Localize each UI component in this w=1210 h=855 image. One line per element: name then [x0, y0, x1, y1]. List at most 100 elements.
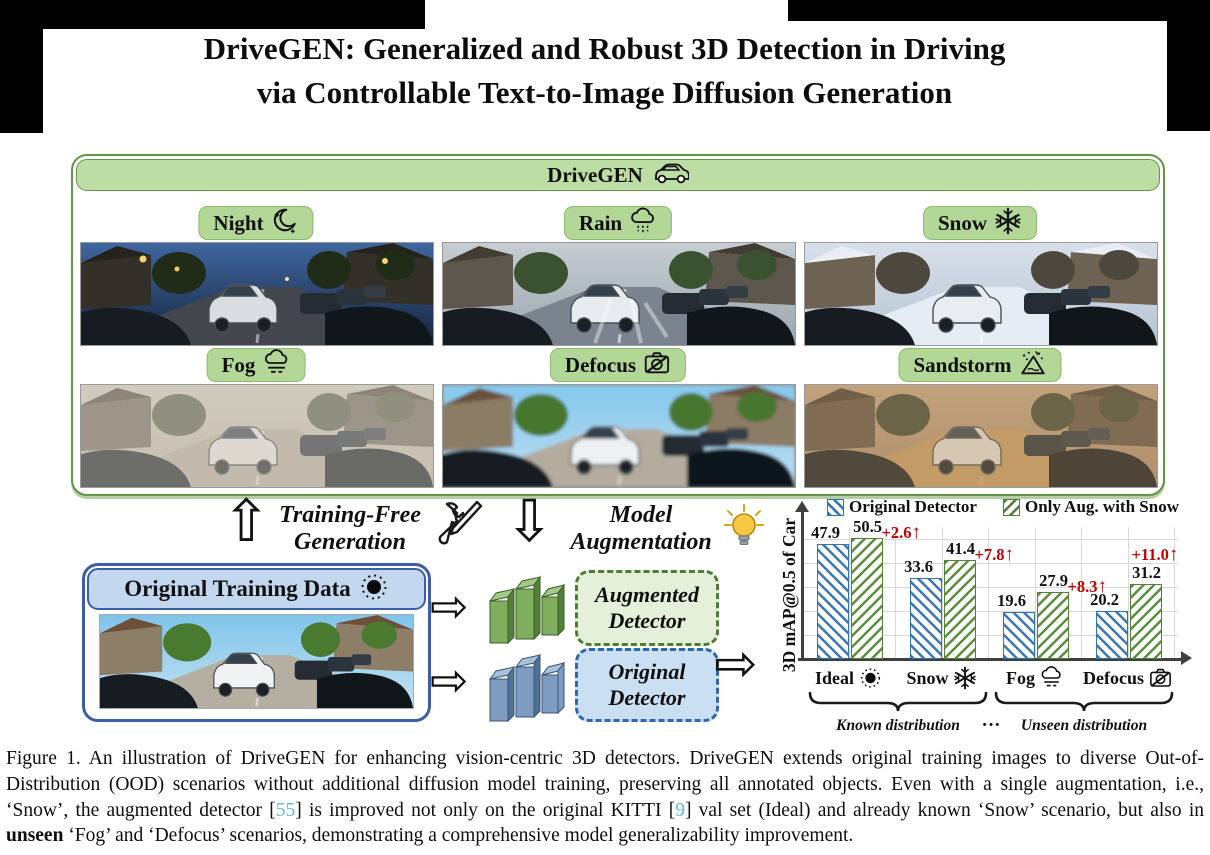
sun-icon: [359, 572, 389, 607]
training-free-label: Training-Free Generation: [279, 502, 421, 555]
bar-value-label: 47.9: [811, 523, 840, 543]
x-axis: [798, 657, 1182, 661]
scene-pill-defocus: Defocus: [549, 348, 687, 382]
scene-label: Sandstorm: [913, 352, 1012, 377]
h-gridline: [802, 563, 1178, 564]
letterbox-top-right: [788, 0, 1210, 21]
model-augmentation-label: Model Augmentation: [570, 502, 712, 555]
y-axis-arrow: [794, 501, 809, 512]
scene-image-night: [80, 242, 434, 346]
letterbox-left: [0, 0, 43, 133]
scene-label: Defocus: [564, 352, 637, 377]
scene-label: Rain: [578, 210, 623, 235]
scene-label: Snow: [937, 210, 988, 235]
y-axis: [800, 511, 804, 661]
chart-y-axis-label: 3D mAP@0.5 of Car: [779, 517, 799, 673]
legend-item-original-detector: Original Detector: [827, 497, 977, 517]
scene-image-rain: [442, 242, 796, 346]
snowflake-icon: [994, 207, 1022, 240]
scene-pill-sandstorm: Sandstorm: [898, 348, 1062, 382]
x-tick-snow: Snow: [906, 666, 976, 690]
bar-fog-original: [1002, 611, 1035, 659]
tools-icon: [437, 498, 485, 555]
bar-ideal-original: [816, 544, 849, 659]
v-gridline: [1127, 527, 1129, 659]
v-gridline: [1174, 527, 1175, 659]
scene-image-fog: [80, 384, 434, 488]
car-icon: [651, 162, 690, 189]
bar-value-label: 41.4: [946, 538, 975, 558]
bar-value-label: 27.9: [1039, 571, 1068, 591]
legend-item-only-aug-with-snow: Only Aug. with Snow: [1002, 497, 1179, 517]
drivegen-header: DriveGEN: [76, 159, 1160, 191]
distribution-braces: [808, 691, 1174, 712]
scene-image-defocus: [442, 384, 796, 488]
right-arrow-icon: ⇨: [430, 653, 469, 707]
v-gridline: [895, 527, 896, 659]
moon-icon: [271, 207, 299, 240]
sun-icon: [858, 666, 882, 690]
gain-annotation: +7.8↑: [974, 543, 1015, 565]
h-gridline: [802, 587, 1178, 588]
letterbox-right: [1167, 0, 1210, 131]
down-arrow-icon: ⇩: [505, 487, 554, 555]
gain-annotation: +8.3↑: [1067, 576, 1108, 598]
citation-link[interactable]: 55: [275, 799, 296, 821]
scene-image-sandstorm: [804, 384, 1158, 488]
fog-icon: [1039, 666, 1063, 690]
snowflake-icon: [953, 666, 977, 690]
up-arrow-icon: ⇧: [222, 487, 271, 555]
bar-value-label: 33.6: [904, 557, 933, 577]
bar-ideal-augmented: [850, 537, 883, 659]
figure-caption: Figure 1. An illustration of DriveGEN fo…: [6, 746, 1204, 849]
bar-fog-augmented: [1036, 592, 1069, 659]
paper-title-line1: DriveGEN: Generalized and Robust 3D Dete…: [203, 31, 1006, 66]
original-training-data-header: Original Training Data: [87, 568, 426, 610]
drivegen-figure-box: DriveGEN Night Rain: [71, 154, 1165, 496]
unseen-distribution-label: Unseen distribution: [1020, 717, 1148, 734]
chart-legend: Original Detector Only Aug. with Snow: [798, 497, 1208, 517]
h-gridline: [802, 611, 1178, 612]
paper-title-line2: via Controllable Text-to-Image Diffusion…: [256, 75, 953, 110]
letterbox-top-left: [0, 0, 425, 29]
x-tick-defocus: Defocus: [1083, 666, 1172, 690]
original-detector-blocks-icon: [484, 645, 568, 723]
h-gridline: [802, 635, 1178, 636]
legend-swatch-blue: [827, 498, 845, 516]
bar-snow-original: [909, 578, 942, 659]
x-tick-ideal: Ideal: [815, 666, 882, 690]
citation-link[interactable]: 9: [675, 799, 685, 821]
caption-text: ] is improved not only on the original K…: [295, 799, 676, 821]
performance-bar-chart: Original Detector Only Aug. with Snow 3D…: [758, 495, 1210, 743]
scene-image-snow: [804, 242, 1158, 346]
caption-text: ] val set (Ideal) and already known ‘Sno…: [684, 799, 1205, 821]
bar-value-label: 31.2: [1132, 563, 1161, 583]
right-arrow-icon: ⇨: [430, 579, 469, 633]
scene-label: Night: [213, 210, 264, 235]
rain-cloud-icon: [629, 207, 657, 240]
right-arrow-icon: ⇨: [714, 634, 758, 694]
caption-text: ‘Fog’ and ‘Defocus’ scenarios, demonstra…: [63, 825, 854, 847]
scene-pill-night: Night: [198, 206, 314, 240]
original-training-data-box: Original Training Data: [82, 563, 431, 722]
bar-defocus-original: [1095, 610, 1128, 659]
camera-off-icon: [643, 349, 671, 382]
bulb-icon: [722, 503, 766, 556]
bar-defocus-augmented: [1129, 584, 1162, 659]
augmented-detector-box: Augmented Detector: [575, 570, 719, 646]
bar-value-label: 20.2: [1090, 589, 1119, 609]
known-distribution-label: Known distribution: [836, 717, 960, 734]
gain-annotation: +2.6↑: [881, 521, 922, 543]
drivegen-header-label: DriveGEN: [547, 162, 643, 187]
legend-swatch-green: [1002, 498, 1020, 516]
gain-annotation: +11.0↑: [1131, 544, 1179, 566]
x-axis-arrow: [1181, 650, 1192, 665]
sandstorm-icon: [1019, 349, 1047, 382]
original-training-data-label: Original Training Data: [124, 576, 351, 601]
fog-icon: [262, 348, 290, 382]
scene-label: Fog: [221, 352, 256, 377]
caption-text: Figure 1. An illustration of DriveGEN fo…: [6, 748, 1204, 821]
v-gridline: [1081, 527, 1082, 659]
camera-off-icon: [1148, 666, 1172, 690]
